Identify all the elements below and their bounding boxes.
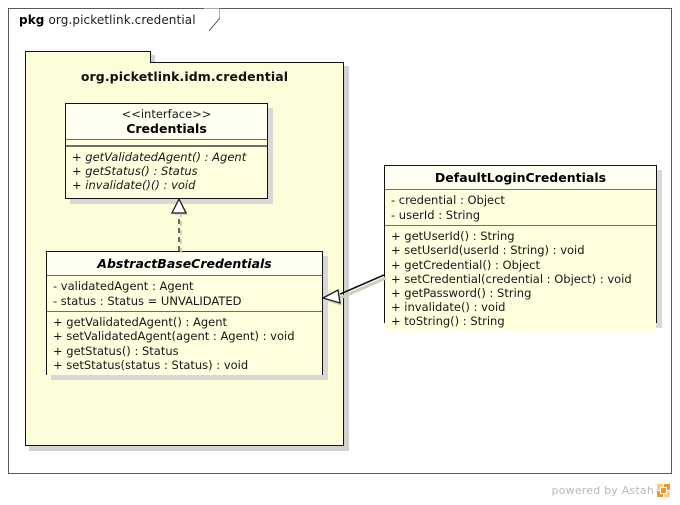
class-member: + setCredential(credential : Object) : v… [391,271,632,286]
class-member: + invalidate() : void [391,300,506,315]
credentials-shadow-right [268,108,273,204]
credentials-attributes-compartment [66,140,267,146]
default-login-credentials-title-compartment: DefaultLoginCredentials [385,166,656,189]
default-login-credentials-name: DefaultLoginCredentials [434,170,607,185]
frame-title: org.picketlink.credential [48,13,196,27]
abstract-base-credentials-attributes-compartment: - validatedAgent : Agent - status : Stat… [47,276,322,311]
class-member: + getStatus() : Status [53,343,179,358]
class-member: + getValidatedAgent() : Agent [72,149,247,164]
class-member: + invalidate()() : void [72,178,196,193]
class-box-abstract-base-credentials[interactable]: AbstractBaseCredentials - validatedAgent… [46,251,323,375]
abstract-base-credentials-separator-1 [47,275,322,277]
watermark-text: powered by Astah [551,484,654,497]
frame-keyword: pkg [19,13,45,27]
credentials-name: Credentials [126,121,207,136]
class-member: + setUserId(userId : String) : void [391,243,585,258]
class-box-credentials[interactable]: <<interface>> Credentials + getValidated… [65,103,268,199]
class-member: + toString() : String [391,314,505,329]
package-name-label: org.picketlink.idm.credential [80,69,289,84]
class-member: + setValidatedAgent(agent : Agent) : voi… [53,329,295,344]
class-member: + getStatus() : Status [72,163,198,178]
default-login-credentials-separator-2 [385,224,656,227]
credentials-operations-compartment: + getValidatedAgent() : Agent + getStatu… [66,146,267,196]
class-member: - status : Status = UNVALIDATED [53,293,242,308]
credentials-stereotype: <<interface>> [121,107,212,121]
watermark: powered by Astah [552,484,670,497]
default-login-credentials-shadow-right [657,170,662,328]
abstract-base-credentials-operations-compartment: + getValidatedAgent() : Agent + setValid… [47,312,322,375]
default-login-credentials-separator-1 [385,189,656,191]
class-member: - validatedAgent : Agent [53,279,194,294]
abstract-base-credentials-separator-2 [47,310,322,313]
abstract-base-credentials-name: AbstractBaseCredentials [97,256,272,271]
class-member: + getUserId() : String [391,229,515,244]
class-member: + getCredential() : Object [391,257,540,272]
credentials-separator-1 [66,139,267,141]
class-member: + getPassword() : String [391,286,532,300]
class-box-default-login-credentials[interactable]: DefaultLoginCredentials - credential : O… [384,165,657,332]
package-shadow-right [344,66,349,450]
package-shadow-bottom [29,446,349,451]
frame-tab-corner-icon [204,8,220,31]
default-login-credentials-attributes-compartment: - credential : Object - userId : String [385,190,656,225]
astah-logo-icon [657,484,670,497]
class-member: + setStatus(status : Status) : void [53,357,249,372]
default-login-credentials-operations-compartment: + getUserId() : String + setUserId(userI… [385,226,656,332]
abstract-base-credentials-shadow-bottom [51,375,328,380]
credentials-shadow-bottom [70,199,273,204]
package-tab [25,51,151,63]
class-member: - credential : Object [391,193,505,208]
credentials-separator-2 [66,145,267,147]
class-member: + getValidatedAgent() : Agent [53,315,228,330]
abstract-base-credentials-title-compartment: AbstractBaseCredentials [47,252,322,275]
credentials-title-compartment: <<interface>> Credentials [66,104,267,139]
package-tab-shadow [151,55,155,63]
abstract-base-credentials-shadow-right [323,256,328,380]
class-member: - userId : String [391,207,481,222]
